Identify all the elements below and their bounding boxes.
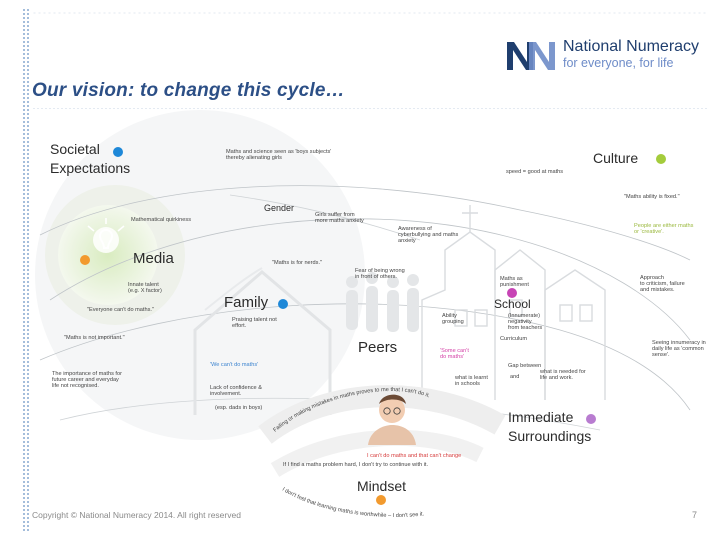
note-text: in front of others. <box>355 274 397 280</box>
family-dot <box>278 299 288 309</box>
note-text: involvement. <box>210 391 242 397</box>
note-text: do maths' <box>440 354 464 360</box>
node-mindset: Mindset <box>357 478 406 494</box>
peers-figures <box>346 272 419 332</box>
mindset-statement: If I find a maths problem hard, I don't … <box>283 462 428 468</box>
copyright-text: Copyright © National Numeracy 2014. All … <box>32 510 241 520</box>
note-text: and mistakes. <box>640 287 675 293</box>
note-text: from teachers <box>508 325 542 331</box>
note-text: life and work. <box>540 375 573 381</box>
note-text: sense'. <box>652 352 670 358</box>
node-media: Media <box>133 250 175 267</box>
school-dot <box>507 288 517 298</box>
mindset-dot <box>376 495 386 505</box>
note-text: speed = good at maths <box>506 169 563 175</box>
note-text: Gap between <box>508 363 541 369</box>
note-text: or 'creative'. <box>634 229 664 235</box>
note-text: anxiety <box>398 238 416 244</box>
node-immediate-line2: Surroundings <box>508 428 591 444</box>
node-culture: Culture <box>593 150 638 166</box>
note-text: Mathematical quirkiness <box>131 217 191 223</box>
node-gender: Gender <box>264 203 294 213</box>
node-immediate-line1: Immediate <box>508 409 574 425</box>
page-number: 7 <box>692 510 697 520</box>
note-text: "Maths ability is fixed." <box>624 194 680 200</box>
note-text: "Everyone can't do maths." <box>87 307 154 313</box>
node-school: School <box>494 297 531 311</box>
note-text: Curriculum <box>500 336 527 342</box>
note-text: "Maths is not important." <box>64 335 125 341</box>
media-dot <box>80 255 90 265</box>
mindset-statement-red: I can't do maths and that can't change <box>367 453 461 459</box>
note-text: (esp. dads in boys) <box>215 405 262 411</box>
note-text: punishment <box>500 282 529 288</box>
note-text: (e.g. X factor) <box>128 288 162 294</box>
node-societal-line2: Expectations <box>50 160 130 176</box>
node-peers: Peers <box>358 339 397 356</box>
note-text: grouping <box>442 319 464 325</box>
immediate-dot <box>586 414 596 424</box>
culture-dot <box>656 154 666 164</box>
node-societal-line1: Societal <box>50 141 100 157</box>
note-text: life not recognised. <box>52 383 99 389</box>
note-text: more maths anxiety <box>315 218 364 224</box>
note-text: "Maths is for nerds." <box>272 260 322 266</box>
note-text: 'We can't do maths' <box>210 362 258 368</box>
note-text: effort. <box>232 323 247 329</box>
note-text: and <box>510 374 519 380</box>
societal-dot <box>113 147 123 157</box>
note-text: thereby alienating girls <box>226 155 282 161</box>
note-text: in schools <box>455 381 480 387</box>
node-family: Family <box>224 294 269 311</box>
